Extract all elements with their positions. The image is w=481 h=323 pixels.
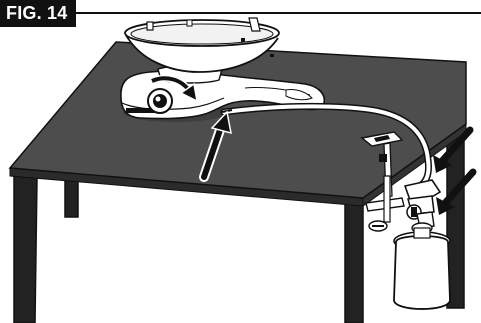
control-knob-icon — [148, 89, 172, 113]
cartridge-body — [394, 236, 450, 309]
regulator-valve-icon — [405, 180, 440, 228]
table-leg-front-left — [14, 175, 37, 323]
figure-label: FIG. 14 — [0, 0, 76, 27]
clamp-screw — [384, 176, 390, 222]
bowl-tab-left — [147, 22, 153, 30]
table-leg-front-right — [345, 196, 363, 323]
gas-cartridge-icon — [394, 223, 450, 309]
